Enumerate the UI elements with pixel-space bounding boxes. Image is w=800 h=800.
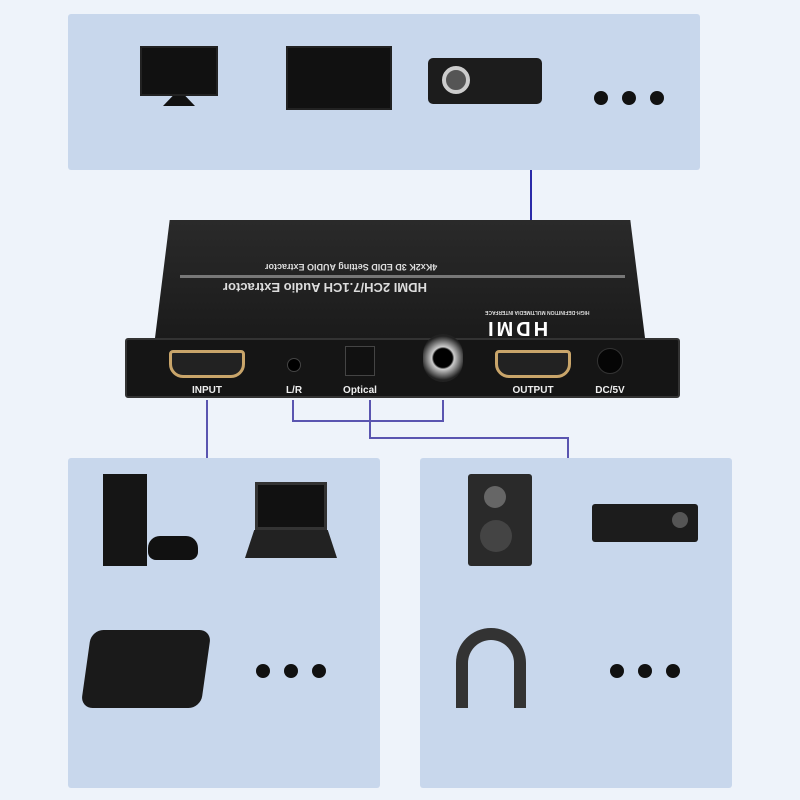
device-top (155, 220, 645, 338)
audio-extractor-device: 4Kx2K 3D EDID Setting AUDIO Extractor HD… (125, 220, 680, 400)
device-front-panel: INPUT L/R Optical OUTPUT DC/5V (125, 334, 680, 398)
monitor-icon (286, 46, 392, 110)
lr-coaxial-line (292, 400, 444, 422)
controller-icon (148, 536, 198, 560)
lr-label: L/R (285, 385, 303, 396)
more-icon (610, 664, 680, 678)
tv-stand (163, 96, 195, 106)
laptop-base (245, 530, 337, 558)
output-label: OUTPUT (512, 385, 554, 396)
game-console-icon (103, 474, 147, 566)
av-receiver-icon (592, 504, 698, 542)
hdmi-input-port[interactable] (169, 350, 245, 378)
device-title: HDMI 2CH/7.1CH Audio Extractor (223, 280, 427, 295)
device-stripe (180, 275, 625, 278)
more-icon (594, 91, 664, 105)
optical-label: Optical (343, 385, 377, 396)
hdmi-logo: HDMI (485, 317, 549, 339)
lr-jack[interactable] (287, 358, 301, 372)
projector-icon (428, 58, 542, 104)
coaxial-port[interactable] (423, 334, 463, 382)
hdmi-output-port[interactable] (495, 350, 571, 378)
device-subtitle: 4Kx2K 3D EDID Setting AUDIO Extractor (265, 262, 438, 272)
laptop-icon (255, 482, 327, 530)
dc-label: DC/5V (595, 385, 625, 396)
input-label: INPUT (192, 385, 222, 396)
tv-icon (140, 46, 218, 96)
hdmi-tagline: HIGH-DEFINITION MULTIMEDIA INTERFACE (485, 309, 590, 315)
dc-power-jack[interactable] (597, 348, 623, 374)
more-icon (256, 664, 326, 678)
speaker-icon (468, 474, 532, 566)
optical-port[interactable] (345, 346, 375, 376)
optical-line (369, 400, 569, 458)
